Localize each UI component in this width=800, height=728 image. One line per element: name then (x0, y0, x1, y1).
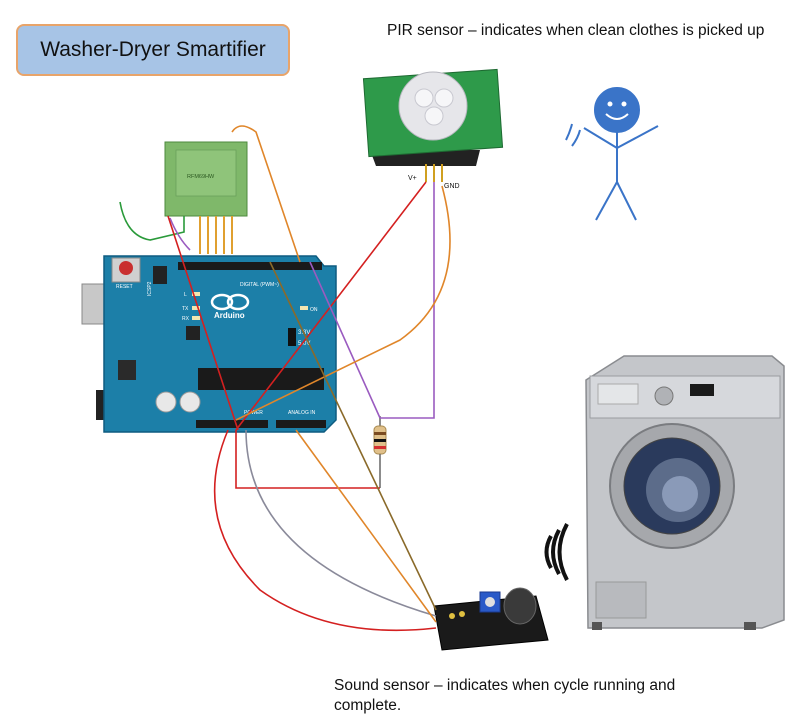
digital-label: DIGITAL (PWM~) (240, 282, 279, 288)
arduino-logo-left (210, 293, 234, 311)
sound-sensor-caption: Sound sensor – indicates when cycle runn… (334, 677, 676, 714)
led-rx-label: RX (182, 316, 190, 322)
reset-button (111, 257, 141, 283)
v50-label: 5.0V (298, 341, 310, 347)
icsp-label: ICSP2 (147, 281, 153, 296)
on-led-label: ON (310, 307, 318, 313)
wire-brown-sound (269, 261, 437, 611)
detergent-drawer (597, 383, 639, 405)
washing-machine (585, 355, 785, 630)
led-tx-label: TX (182, 306, 189, 312)
wire-purple-radio (169, 217, 191, 251)
icsp-header (153, 266, 167, 284)
stick-person (565, 87, 659, 221)
arduino-logo-right (226, 293, 250, 311)
arduino-board: RESET ICSP2 DIGITAL (PWM~) Arduino L TX … (81, 255, 337, 433)
capacitor-2 (179, 391, 201, 413)
resistor (373, 416, 387, 488)
person-head (594, 87, 640, 133)
reset-label: RESET (116, 284, 133, 290)
atmega-chip (198, 368, 324, 390)
diagram-title: Washer-Dryer Smartifier (16, 24, 290, 76)
washer-display (690, 384, 714, 396)
pir-sensor-caption: PIR sensor – indicates when clean clothe… (387, 22, 765, 39)
arduino-brand-label: Arduino (214, 311, 245, 320)
program-dial (654, 386, 674, 406)
wire-red-radio (167, 215, 239, 431)
led-l-label: L (184, 292, 187, 298)
wire-gray-sound (245, 429, 437, 617)
sound-sensor-module (433, 587, 549, 651)
capacitor-1 (155, 391, 177, 413)
radio-label: RFM69HW (187, 174, 215, 180)
analog-label: ANALOG IN (288, 410, 316, 416)
wire-red-sound (213, 429, 437, 632)
wire-orange-sound (295, 429, 437, 623)
wire-red-pir-vcc (235, 181, 427, 431)
pir-gnd-label: GND (444, 183, 460, 190)
chip-small (186, 326, 200, 340)
power-header (196, 420, 268, 428)
reset-button-cap (119, 261, 133, 275)
wire-purple-pir (380, 182, 435, 419)
pir-vplus-label: V+ (408, 175, 417, 182)
regulator (118, 360, 136, 380)
voltage-switch (288, 328, 296, 346)
power-label: POWER (244, 410, 263, 416)
pir-dome (398, 71, 468, 141)
pir-sensor: V+ GND (362, 68, 504, 190)
digital-header (178, 262, 322, 270)
sound-waves-icon (544, 523, 569, 581)
wire-red-resistor (235, 430, 380, 489)
wires (119, 125, 451, 632)
wire-purple-return (309, 261, 381, 419)
filter-panel (595, 581, 647, 619)
wire-orange-radio (231, 125, 301, 263)
wire-green (119, 201, 185, 241)
microphone (503, 587, 537, 625)
analog-header (276, 420, 326, 428)
wire-orange-pir-gnd (235, 185, 451, 421)
rfm69hw-radio-module: RFM69HW (164, 141, 248, 254)
